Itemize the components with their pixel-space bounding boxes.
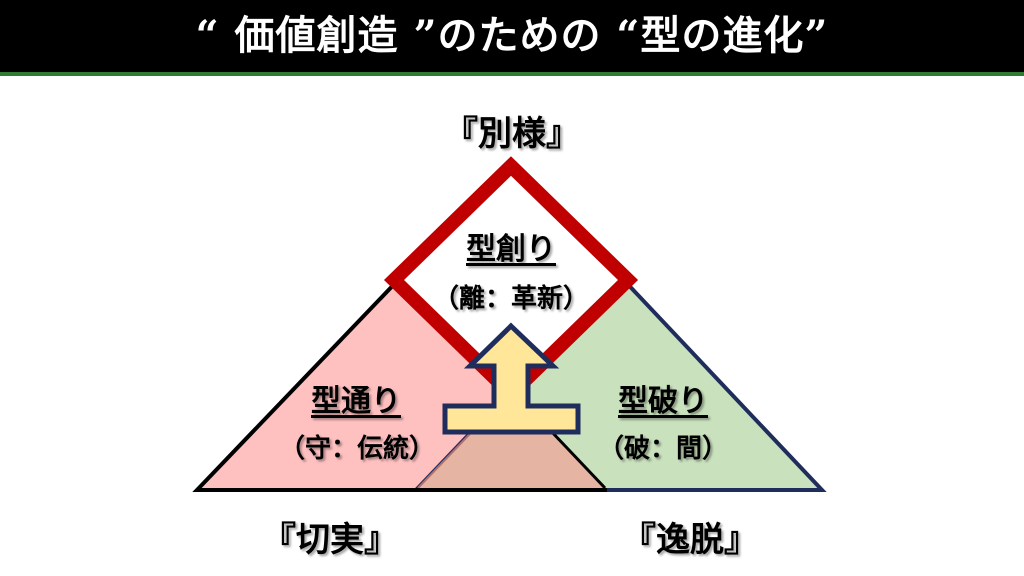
node-right-label: 型破り: [618, 384, 708, 419]
node-left-label: 型通り: [311, 384, 401, 419]
pole-top: 『別様』: [444, 114, 580, 154]
pole-bottom-right: 『逸脱』: [622, 520, 758, 560]
title-bar: [0, 0, 1024, 76]
node-right-sub: （破：間）: [597, 434, 728, 464]
page-title: “ 価値創造 ”のための “型の進化”: [195, 12, 829, 59]
node-top-label: 型創り: [466, 232, 556, 267]
pole-bottom-left: 『切実』: [262, 520, 398, 560]
overlap-region: [418, 390, 605, 488]
node-left-sub: （守：伝統）: [278, 434, 435, 464]
node-top-sub: （離：革新）: [432, 284, 589, 314]
up-arrow-icon: [442, 322, 581, 435]
